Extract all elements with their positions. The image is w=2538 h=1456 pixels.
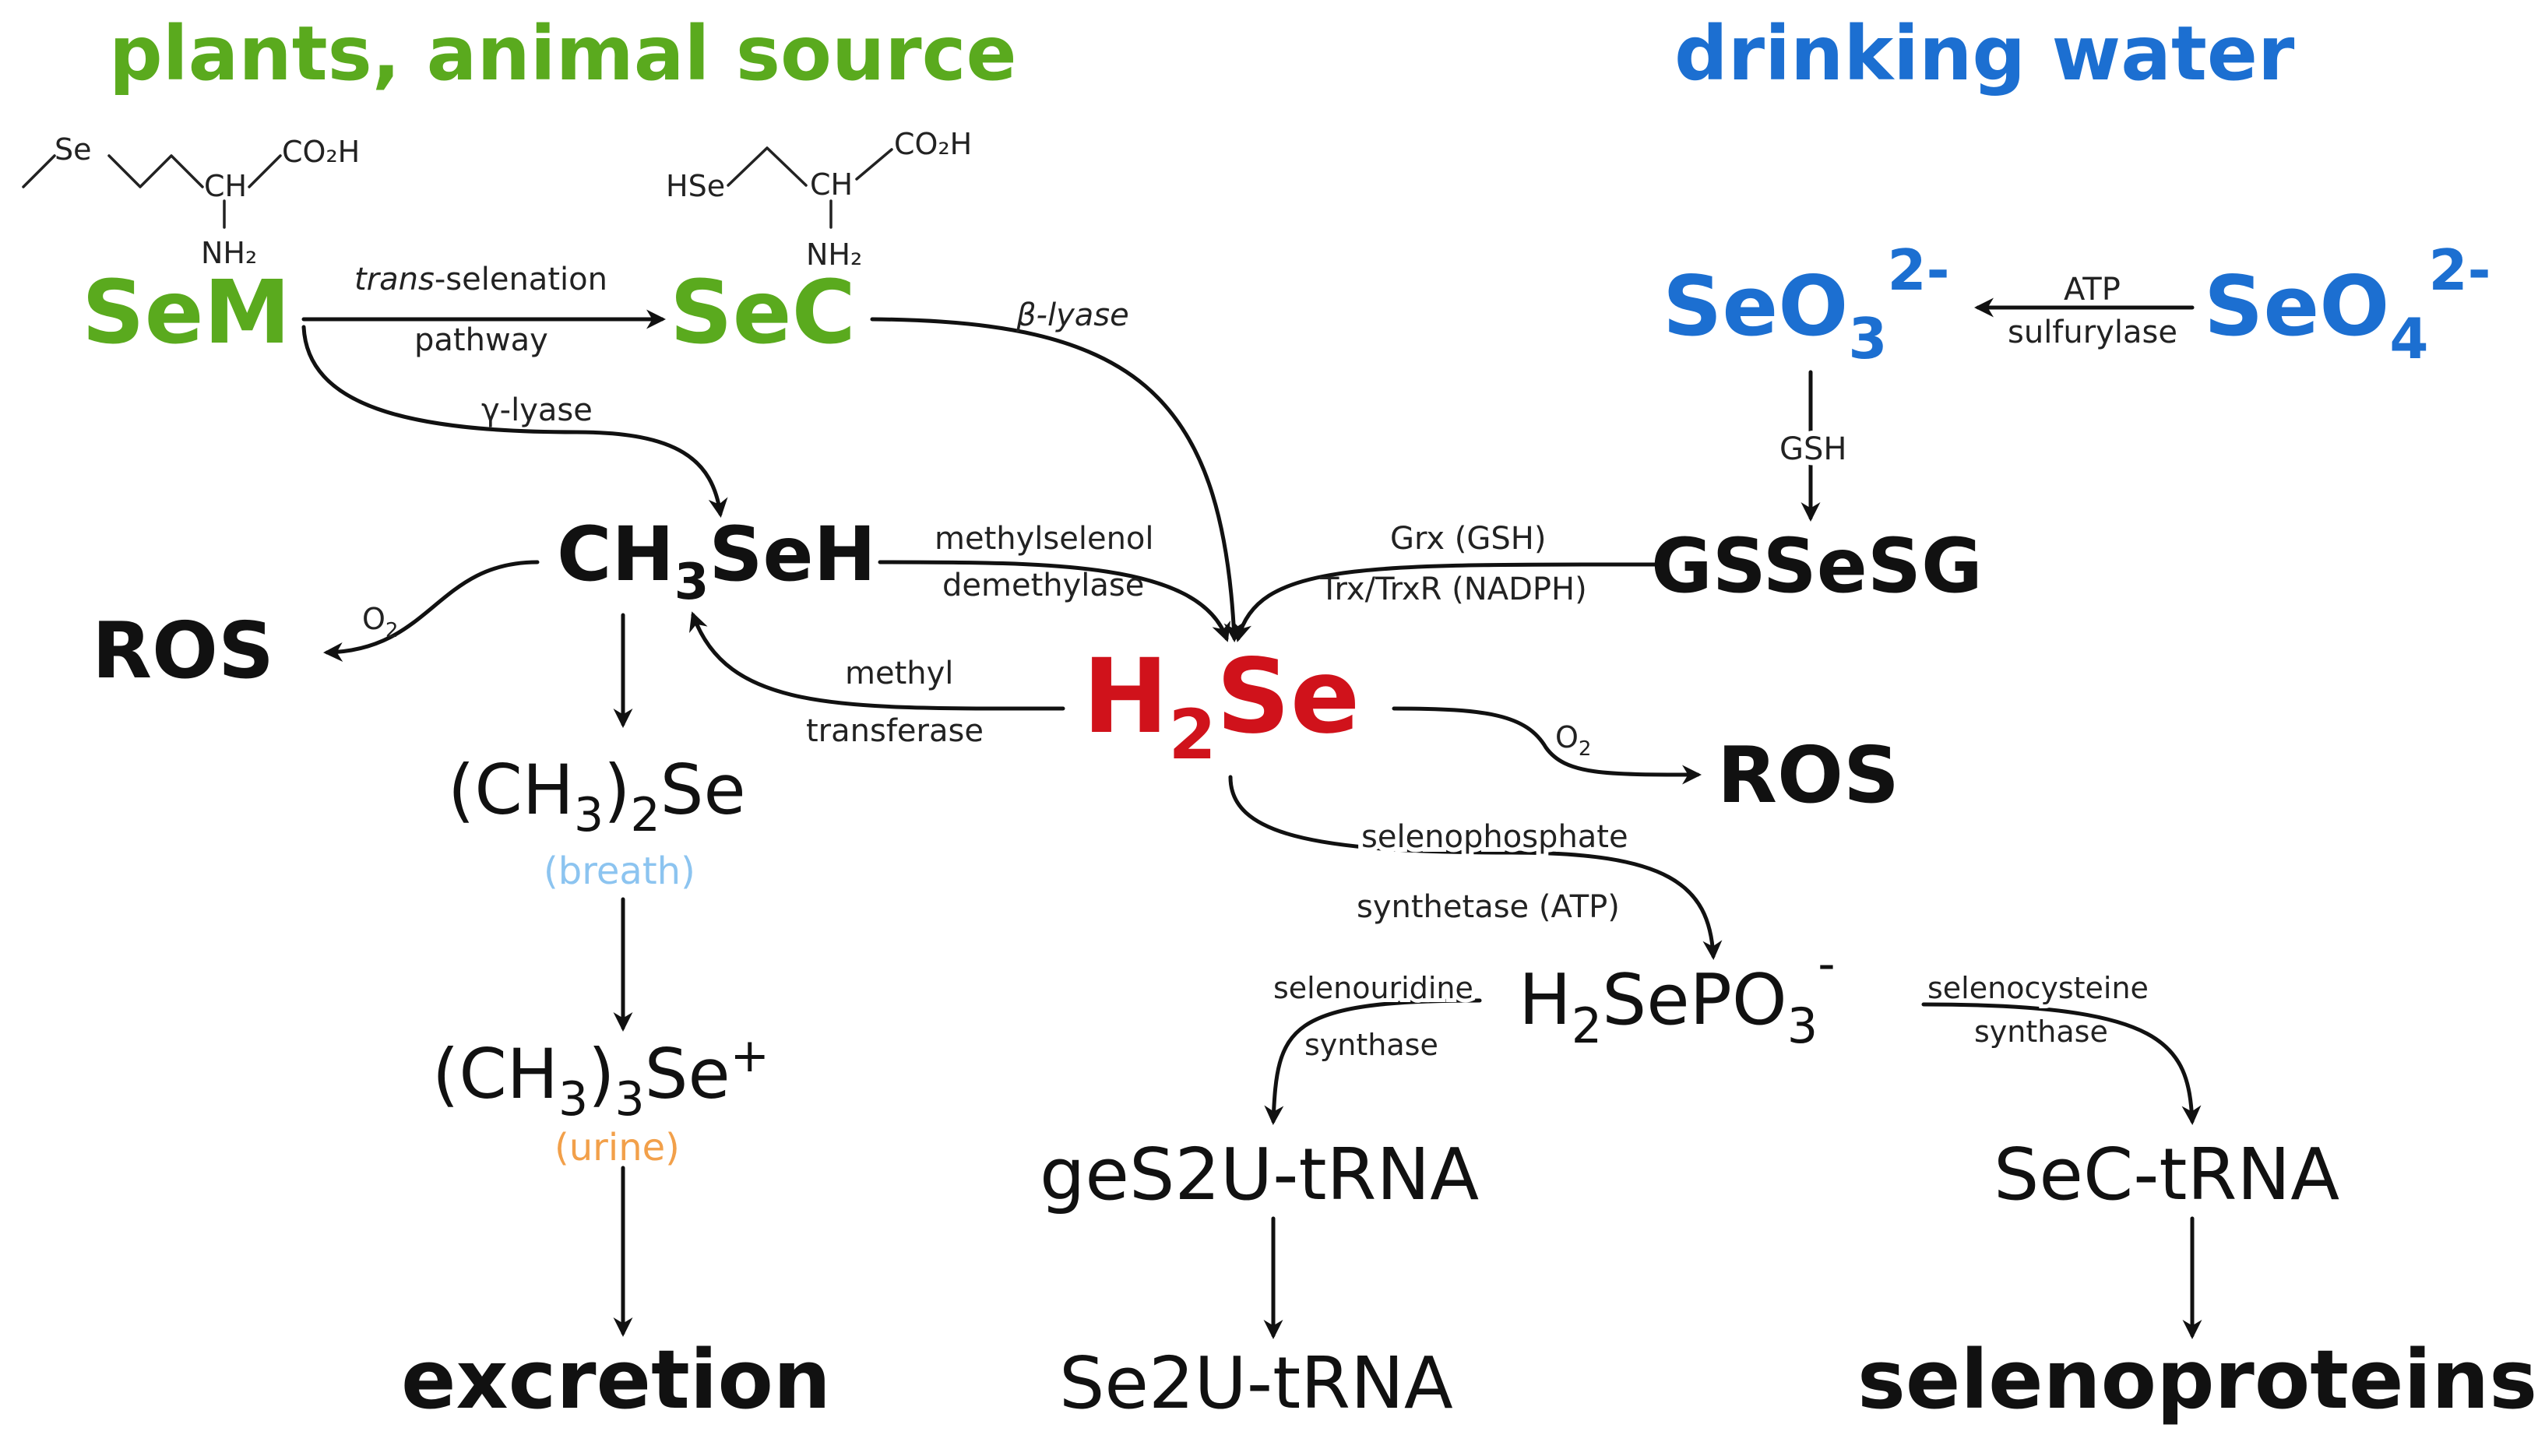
ros-left-label: ROS (92, 605, 274, 696)
o2-left-label: O2 (362, 602, 398, 642)
seo3-label: SeO32- (1663, 237, 1949, 371)
sec-hse-label: HSe (666, 169, 725, 203)
pathway-label: pathway (414, 322, 548, 358)
beta-lyase-label: β-lyase (1016, 297, 1129, 333)
arrow-h2se-to-ch3seh (689, 611, 1065, 711)
synthetase-label: synthetase (ATP) (1357, 889, 1620, 925)
synthase-left-label: synthase (1304, 1028, 1438, 1062)
arrow-gssesg-to-h2se (1232, 562, 1657, 642)
drinking-water-title: drinking water (1674, 10, 2295, 97)
sem-structure: Se CH CO₂H NH₂ (22, 132, 360, 270)
trimethylselenonium-label: (CH3)3Se+ (432, 1029, 769, 1127)
ges2u-trna-label: geS2U-tRNA (1040, 1133, 1479, 1216)
arrow-sec-to-h2se (870, 317, 1244, 642)
selenoproteins-label: selenoproteins (1857, 1332, 2537, 1427)
dimethylselenide-label: (CH3)2Se (448, 750, 746, 842)
sec-co2h-label: CO₂H (894, 127, 972, 161)
sec-trna-label: SeC-tRNA (1994, 1133, 2339, 1216)
sem-ch-label: CH (204, 169, 247, 203)
trans-selenation-label: trans-selenation (354, 262, 607, 297)
urine-note: (urine) (554, 1126, 680, 1169)
h2se-label: H2Se (1082, 637, 1360, 775)
grx-gsh-label: Grx (GSH) (1390, 521, 1546, 557)
arrow-h2se-to-h2sepo3 (1228, 775, 1723, 960)
selenocysteine-label: selenocysteine (1927, 971, 2149, 1005)
gamma-lyase-label: γ-lyase (481, 392, 593, 428)
ch3seh-label: CH3SeH (557, 511, 876, 611)
arrow-sem-to-ch3seh (301, 325, 728, 518)
arrow-h2se-to-ros (1392, 706, 1702, 785)
sec-nh2-label: NH₂ (806, 237, 862, 272)
sem-co2h-label: CO₂H (282, 135, 360, 169)
sem-nh2-label: NH₂ (201, 236, 257, 270)
se2u-trna-label: Se2U-tRNA (1059, 1342, 1453, 1425)
sec-ch-label: CH (810, 167, 853, 202)
pathway-arrows (301, 297, 2202, 1339)
demethylase-label: demethylase (942, 568, 1144, 603)
arrow-ch3seh-to-h2se (878, 560, 1231, 642)
arrow-h2sepo3-to-ges2u (1264, 998, 1482, 1125)
selenophosphate-label: selenophosphate (1361, 819, 1628, 855)
gssesg-label: GSSeSG (1651, 522, 1983, 610)
trx-trxr-label: Trx/TrxR (NADPH) (1319, 571, 1587, 607)
ros-right-label: ROS (1717, 730, 1899, 821)
o2-right-label: O2 (1555, 720, 1591, 761)
h2sepo3-label: H2SePO3- (1519, 935, 1836, 1054)
arrow-h2sepo3-to-sectrna (1921, 1002, 2202, 1125)
sec-label: SeC (670, 262, 856, 364)
selenouridine-label: selenouridine (1273, 971, 1473, 1005)
synthase-right-label: synthase (1974, 1015, 2108, 1049)
plants-animal-source-title: plants, animal source (109, 10, 1017, 97)
sulfurylase-label: sulfurylase (2008, 315, 2177, 350)
sem-label: SeM (82, 262, 290, 364)
sec-structure: HSe CH CO₂H NH₂ (666, 127, 972, 272)
transferase-label: transferase (806, 713, 984, 749)
arrow-ch3seh-to-ros (323, 560, 540, 663)
atp-label: ATP (2064, 272, 2121, 308)
seo4-label: SeO42- (2204, 237, 2490, 371)
sem-se-label: Se (55, 132, 92, 167)
excretion-label: excretion (401, 1332, 831, 1427)
methylselenol-label: methylselenol (935, 521, 1154, 557)
gsh-label: GSH (1779, 431, 1846, 467)
breath-note: (breath) (544, 849, 695, 893)
methyl-label: methyl (845, 656, 953, 691)
